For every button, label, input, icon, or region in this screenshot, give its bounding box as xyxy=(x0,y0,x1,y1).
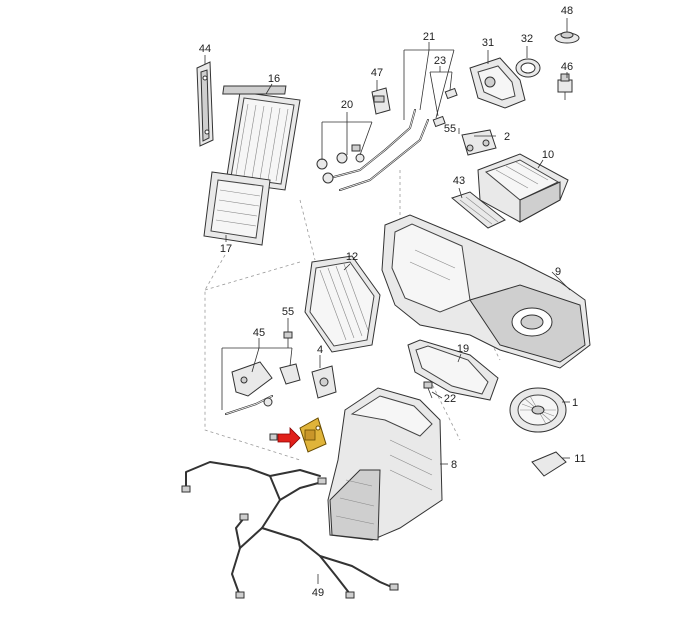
label-47: 47 xyxy=(371,67,383,79)
part-16-heater-core[interactable] xyxy=(222,85,301,191)
part-55-screw[interactable] xyxy=(283,331,293,348)
red-pointer-arrow xyxy=(277,427,301,449)
label-8: 8 xyxy=(451,459,457,471)
label-48: 48 xyxy=(561,5,573,17)
label-17: 17 xyxy=(220,243,232,255)
highlighted-actuator-module[interactable] xyxy=(299,417,327,453)
part-45-linkage[interactable] xyxy=(225,361,301,415)
label-19: 19 xyxy=(457,343,469,355)
label-2: 2 xyxy=(504,131,510,143)
part-labels: 44 16 17 47 20 21 23 31 32 48 46 55 2 10… xyxy=(199,5,586,599)
part-44-bracket[interactable] xyxy=(196,61,214,147)
part-9-main-housing[interactable] xyxy=(381,214,591,369)
screw-small[interactable] xyxy=(269,433,278,441)
assembly-boundary xyxy=(204,170,501,461)
label-46: 46 xyxy=(561,61,573,73)
label-1: 1 xyxy=(572,397,578,409)
label-21: 21 xyxy=(423,31,435,43)
label-12: 12 xyxy=(346,251,358,263)
part-1-blower[interactable] xyxy=(509,387,567,433)
label-16: 16 xyxy=(268,73,280,85)
label-44: 44 xyxy=(199,43,211,55)
part-46-valve[interactable] xyxy=(557,73,573,100)
part-11-cover[interactable] xyxy=(531,451,567,477)
label-11: 11 xyxy=(574,453,585,465)
label-55-top: 55 xyxy=(444,123,456,135)
part-43-seal[interactable] xyxy=(450,191,506,229)
part-10-actuator-housing[interactable] xyxy=(477,153,569,223)
leader-lines xyxy=(204,18,571,584)
part-19-duct-cover[interactable] xyxy=(407,339,499,401)
part-2-bracket[interactable] xyxy=(461,129,497,156)
label-45: 45 xyxy=(253,327,265,339)
label-4: 4 xyxy=(317,344,323,356)
label-31: 31 xyxy=(482,37,494,49)
part-23-fittings[interactable] xyxy=(432,87,458,128)
label-23: 23 xyxy=(434,55,446,67)
part-49-wiring-harness[interactable] xyxy=(181,461,399,599)
part-17-evaporator[interactable] xyxy=(203,171,271,246)
label-49: 49 xyxy=(312,587,324,599)
label-55-left: 55 xyxy=(282,306,294,318)
label-10: 10 xyxy=(542,149,554,161)
label-9: 9 xyxy=(555,266,561,278)
label-43: 43 xyxy=(453,175,465,187)
part-20-pipes[interactable] xyxy=(316,109,429,191)
label-20: 20 xyxy=(341,99,353,111)
part-47-sensor[interactable] xyxy=(371,87,391,115)
label-32: 32 xyxy=(521,33,533,45)
part-31-gasket[interactable] xyxy=(469,57,526,109)
part-12-cabin-filter[interactable] xyxy=(304,255,381,353)
part-48-cap[interactable] xyxy=(554,31,580,44)
part-4-servo[interactable] xyxy=(311,365,337,399)
label-22: 22 xyxy=(444,393,456,405)
part-32-ring[interactable] xyxy=(515,58,541,78)
part-22-bolt[interactable] xyxy=(423,381,433,399)
part-8-lower-housing[interactable] xyxy=(327,387,443,541)
